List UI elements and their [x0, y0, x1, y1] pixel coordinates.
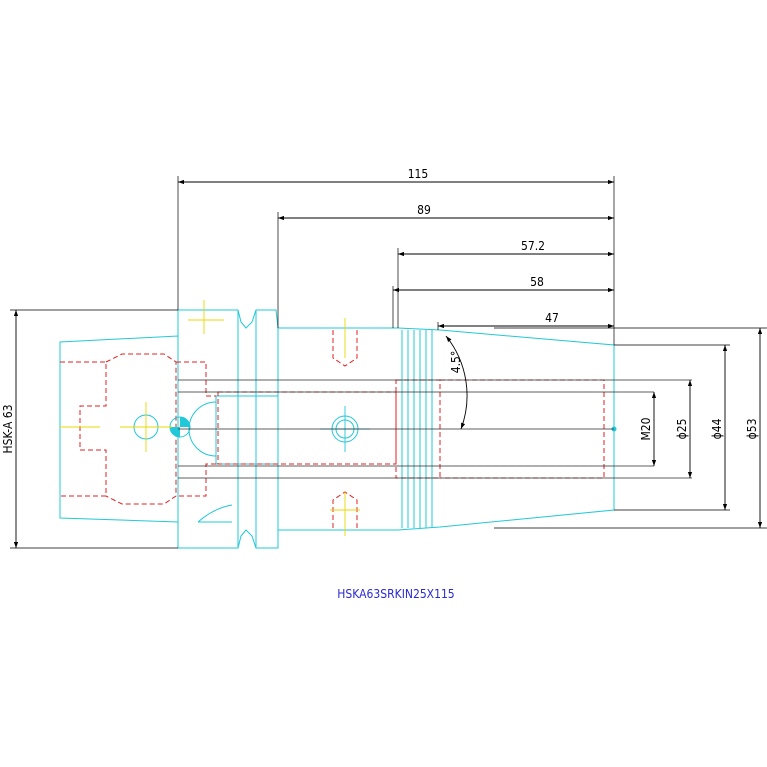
dim-angle — [445, 335, 468, 430]
angle-label: 4.5° — [449, 351, 463, 374]
hidden-collet-seat — [395, 379, 441, 479]
axis-marks — [60, 300, 370, 536]
hidden-shank-left — [60, 361, 107, 497]
d25-label: ϕ25 — [675, 419, 689, 440]
centre-lines — [178, 379, 692, 479]
hsk-label: HSK-A 63 — [1, 405, 15, 454]
d53-label: ϕ53 — [745, 419, 759, 440]
d44-label: ϕ44 — [710, 418, 724, 439]
hidden-shank-cavity — [105, 353, 177, 505]
m20-label: M20 — [639, 417, 653, 440]
dim-57-2-label: 57.2 — [521, 239, 545, 253]
dimension-lines — [10, 176, 767, 549]
coolant-tube — [215, 395, 279, 465]
flange-collar — [177, 309, 279, 549]
drawing-caption: HSKA63SRKIN25X115 — [337, 587, 454, 601]
dim-47-label: 47 — [545, 311, 559, 325]
dim-115-label: 115 — [408, 167, 429, 181]
hidden-flange-bore — [176, 361, 216, 497]
datum-marker-fill — [170, 417, 190, 437]
flange-key-arc — [197, 504, 233, 523]
dim-58-label: 58 — [530, 275, 544, 289]
hidden-screw-top — [332, 330, 358, 367]
dim-89-label: 89 — [417, 203, 431, 217]
hsk-taper-shank — [59, 335, 179, 523]
hidden-bore — [217, 391, 397, 465]
